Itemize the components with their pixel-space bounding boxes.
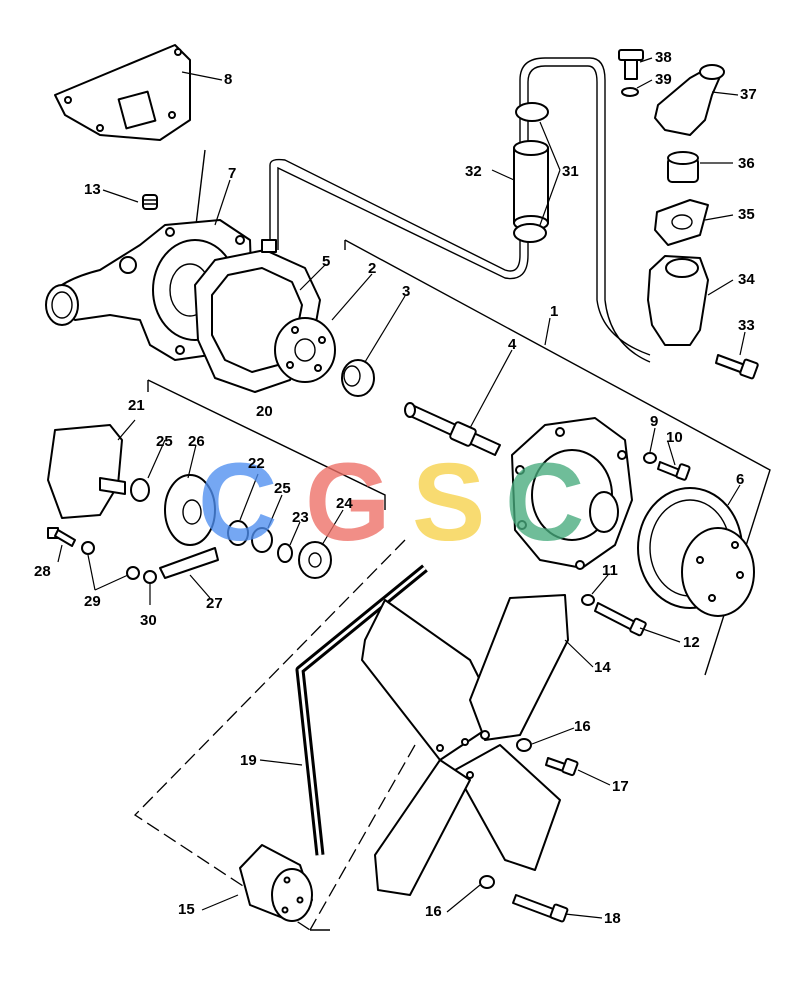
callout-8: 8 [224,71,232,88]
callout-11: 11 [602,562,618,579]
part-26-idler-pulley [164,474,216,546]
callout-22: 22 [248,455,265,472]
callout-24: 24 [336,495,353,512]
part-29-washers [81,541,140,580]
callout-25-right: 25 [274,480,291,497]
part-24-washer [298,541,332,579]
callout-5: 5 [322,253,330,270]
part-33-bolt [715,354,759,380]
callout-19: 19 [240,752,257,769]
part-16-washer-upper [516,738,532,752]
leader-lines [57,57,746,919]
part-17-bolt [545,757,579,777]
callout-4: 4 [508,336,517,353]
callout-15: 15 [178,901,195,918]
part-4-shaft [404,402,501,456]
part-3-seal [341,359,375,397]
watermark: C G S C [198,441,584,564]
callout-30: 30 [140,612,157,629]
callout-16-upper: 16 [574,718,591,735]
callout-10: 10 [666,429,683,446]
part-25-snap-ring-right [251,527,273,553]
part-22-bearing [227,520,249,546]
callout-18: 18 [604,910,621,927]
part-21-cover [47,424,126,519]
part-28-bolt [47,527,76,547]
callout-34: 34 [738,271,755,288]
callout-37: 37 [740,86,757,103]
callout-20: 20 [256,403,273,420]
callout-17: 17 [612,778,629,795]
callout-16-lower: 16 [425,903,442,920]
callout-31: 31 [562,163,579,180]
watermark-letter-3: S [412,441,485,564]
coolant-line [269,57,651,363]
callout-9: 9 [650,413,658,430]
callout-23: 23 [292,509,309,526]
callout-25-left: 25 [156,433,173,450]
watermark-letter-2: G [305,441,391,564]
watermark-letter-4: C [505,441,584,564]
part-30-nut [143,570,157,584]
part-34-housing [647,255,709,346]
part-2-plate [274,317,336,383]
part-36-thermostat [667,151,699,183]
part-15-spacer [239,844,313,922]
part-1-pump-body [511,417,633,570]
part-37-38-39-outlet [618,49,725,136]
part-18-bolt [512,894,569,923]
part-11-washer [581,594,595,606]
callout-3: 3 [402,283,410,300]
part-9-washer [643,452,657,464]
callout-29: 29 [84,593,101,610]
callout-36: 36 [738,155,755,172]
part-23-ring [277,543,293,563]
callout-35: 35 [738,206,755,223]
part-25-snap-ring-left [130,478,150,502]
callout-32: 32 [465,163,482,180]
callout-7: 7 [228,165,236,182]
part-13-plug [142,194,158,210]
callout-14: 14 [594,659,611,676]
callout-28: 28 [34,563,51,580]
part-16-washer-lower [479,875,495,889]
callout-2: 2 [368,260,376,277]
callout-13: 13 [84,181,101,198]
part-35-gasket [654,199,709,246]
callout-38: 38 [655,49,672,66]
callout-12: 12 [683,634,700,651]
part-8-gasket [54,44,191,141]
callout-labels: 1 2 3 4 5 6 7 8 9 10 11 12 13 14 15 16 1… [34,49,757,927]
callout-27: 27 [206,595,223,612]
callout-1: 1 [550,303,558,320]
part-6-pulley [637,487,755,617]
part-31-32-hose-clamps [513,102,549,243]
part-14-fan [361,594,569,896]
callout-26: 26 [188,433,205,450]
callout-21: 21 [128,397,145,414]
watermark-letter-1: C [198,441,277,564]
part-10-bolt [657,461,691,481]
callout-33: 33 [738,317,755,334]
part-12-bolt [594,602,647,637]
callout-6: 6 [736,471,744,488]
callout-39: 39 [655,71,672,88]
part-27-bracket [159,547,219,579]
coolant-line-inner [277,65,651,356]
